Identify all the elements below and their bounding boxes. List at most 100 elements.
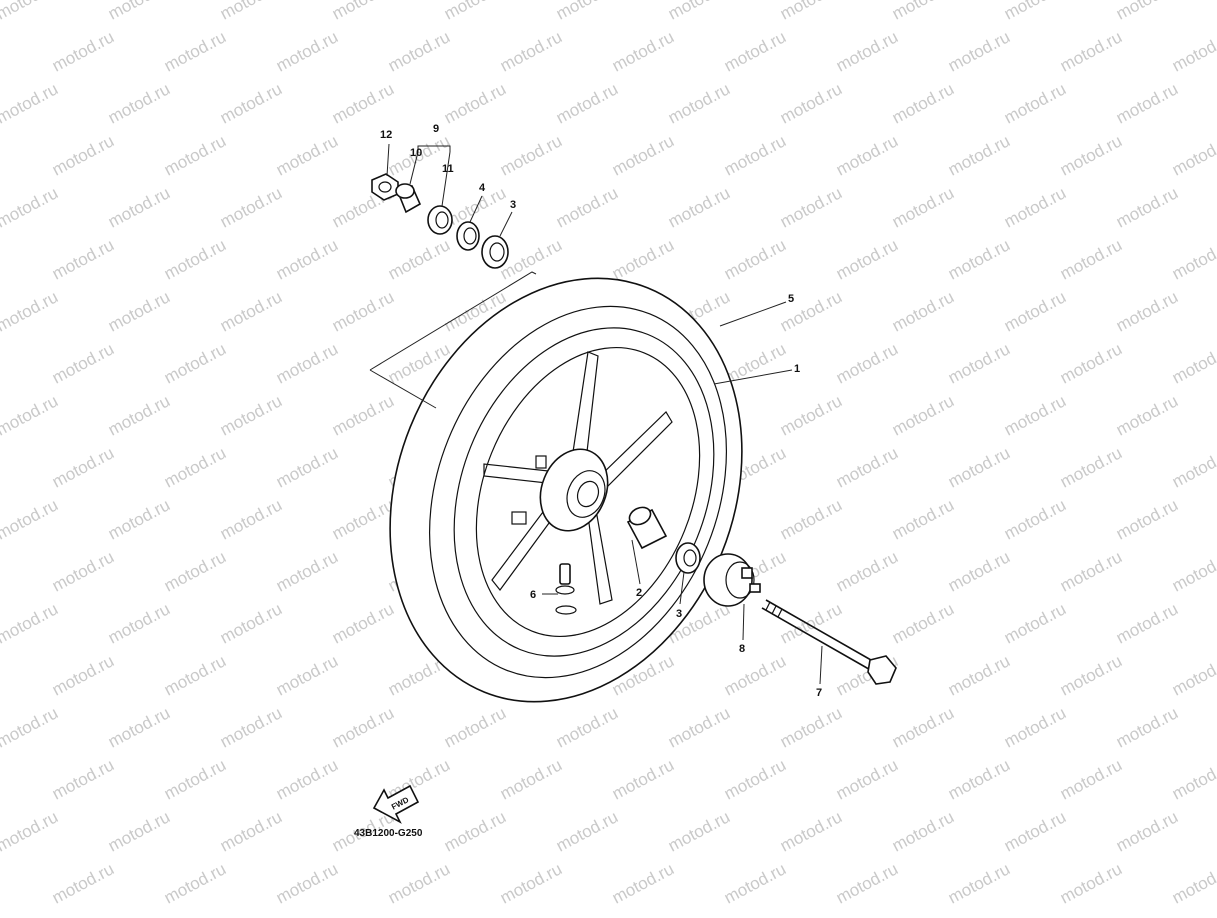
watermark-text: motod.ru xyxy=(49,755,117,803)
watermark-text: motod.ru xyxy=(1001,183,1069,231)
watermark-text: motod.ru xyxy=(105,599,173,647)
part-2-spacer xyxy=(626,506,668,550)
watermark-text: motod.ru xyxy=(217,495,285,543)
watermark-text: motod.ru xyxy=(833,859,901,907)
tire-valve xyxy=(555,563,577,615)
part-3-bearing-top xyxy=(481,235,509,269)
watermark-text: motod.ru xyxy=(0,599,61,647)
watermark-text: motod.ru xyxy=(273,339,341,387)
watermark-text: motod.ru xyxy=(1001,807,1069,855)
rim-inner xyxy=(475,346,701,638)
watermark-text: motod.ru xyxy=(721,131,789,179)
watermark-text: motod.ru xyxy=(497,755,565,803)
watermark-text: motod.ru xyxy=(1113,599,1181,647)
watermark-text: motod.ru xyxy=(1001,287,1069,335)
watermark-text: motod.ru xyxy=(217,599,285,647)
watermark-text: motod.ru xyxy=(833,755,901,803)
watermark-text: motod.ru xyxy=(217,807,285,855)
watermark-text: motod.ru xyxy=(217,79,285,127)
watermark-text: motod.ru xyxy=(889,0,957,24)
watermark-text: motod.ru xyxy=(273,859,341,907)
watermark-text: motod.ru xyxy=(1169,443,1217,491)
watermark-text: motod.ru xyxy=(1113,391,1181,439)
left-exploded-parts xyxy=(369,173,537,409)
watermark-text: motod.ru xyxy=(49,27,117,75)
watermark-text: motod.ru xyxy=(665,807,733,855)
watermark-text: motod.ru xyxy=(0,183,61,231)
watermark-text: motod.ru xyxy=(665,183,733,231)
watermark-text: motod.ru xyxy=(329,391,397,439)
callout-12: 12 xyxy=(380,129,392,141)
watermark-text: motod.ru xyxy=(721,235,789,283)
watermark-text: motod.ru xyxy=(833,547,901,595)
watermark-text: motod.ru xyxy=(665,79,733,127)
watermark-text: motod.ru xyxy=(329,703,397,751)
watermark-text: motod.ru xyxy=(1169,235,1217,283)
watermark-text: motod.ru xyxy=(161,755,229,803)
watermark-text: motod.ru xyxy=(721,859,789,907)
watermark-text: motod.ru xyxy=(1169,651,1217,699)
watermark-text: motod.ru xyxy=(945,443,1013,491)
watermark-text: motod.ru xyxy=(273,651,341,699)
watermark-text: motod.ru xyxy=(1057,651,1125,699)
callout-4: 4 xyxy=(479,182,486,194)
callout-5: 5 xyxy=(788,293,794,305)
callout-3-right: 3 xyxy=(676,608,682,620)
watermark-text: motod.ru xyxy=(777,391,845,439)
watermark-text: motod.ru xyxy=(49,131,117,179)
part-10-collar xyxy=(395,183,422,214)
watermark-text: motod.ru xyxy=(889,391,957,439)
watermark-text: motod.ru xyxy=(1057,547,1125,595)
watermark-text: motod.ru xyxy=(1113,0,1181,24)
watermark-text: motod.ru xyxy=(609,755,677,803)
watermark-text: motod.ru xyxy=(1169,27,1217,75)
watermark-text: motod.ru xyxy=(1169,339,1217,387)
watermark-text: motod.ru xyxy=(329,0,397,24)
watermark-text: motod.ru xyxy=(945,859,1013,907)
watermark-text: motod.ru xyxy=(105,287,173,335)
watermark-text: motod.ru xyxy=(1169,755,1217,803)
hub xyxy=(511,448,609,532)
watermark-text: motod.ru xyxy=(1113,495,1181,543)
watermark-text: motod.ru xyxy=(105,807,173,855)
watermark-text: motod.ru xyxy=(161,339,229,387)
callout-8: 8 xyxy=(739,643,745,655)
watermark-text: motod.ru xyxy=(889,807,957,855)
watermark-text: motod.ru xyxy=(777,79,845,127)
watermark-text: motod.ru xyxy=(889,495,957,543)
watermark-text: motod.ru xyxy=(105,495,173,543)
watermark-text: motod.ru xyxy=(0,287,61,335)
callouts: 12 9 10 11 4 3 5 1 2 3 8 6 7 xyxy=(380,123,822,699)
watermark-text: motod.ru xyxy=(161,651,229,699)
watermark-text: motod.ru xyxy=(1057,235,1125,283)
watermark-text: motod.ru xyxy=(161,547,229,595)
wheel-assembly xyxy=(389,277,743,703)
watermark-text: motod.ru xyxy=(329,599,397,647)
watermark-text: motod.ru xyxy=(1057,339,1125,387)
watermark-text: motod.ru xyxy=(665,0,733,24)
watermark-text: motod.ru xyxy=(105,79,173,127)
watermark-text: motod.ru xyxy=(945,131,1013,179)
tire-inner-edge xyxy=(428,305,728,679)
watermark-text: motod.ru xyxy=(833,339,901,387)
part-11-oil-seal xyxy=(427,205,453,235)
watermark-text: motod.ru xyxy=(721,651,789,699)
watermark-text: motod.ru xyxy=(161,859,229,907)
watermark-text: motod.ru xyxy=(889,287,957,335)
part-3-bearing-right xyxy=(675,542,701,574)
watermark-text: motod.ru xyxy=(945,27,1013,75)
watermark-text: motod.ru xyxy=(833,235,901,283)
callout-7: 7 xyxy=(816,687,822,699)
watermark-text: motod.ru xyxy=(777,807,845,855)
callout-11: 11 xyxy=(442,163,454,175)
watermark-text: motod.ru xyxy=(889,79,957,127)
watermark-text: motod.ru xyxy=(217,0,285,24)
watermark-text: motod.ru xyxy=(665,703,733,751)
watermark-text: motod.ru xyxy=(0,79,61,127)
watermark-text: motod.ru xyxy=(0,703,61,751)
part-8-meter-gear xyxy=(703,553,761,607)
watermark-text: motod.ru xyxy=(1169,859,1217,907)
watermark-text: motod.ru xyxy=(1001,0,1069,24)
watermark-text: motod.ru xyxy=(721,755,789,803)
